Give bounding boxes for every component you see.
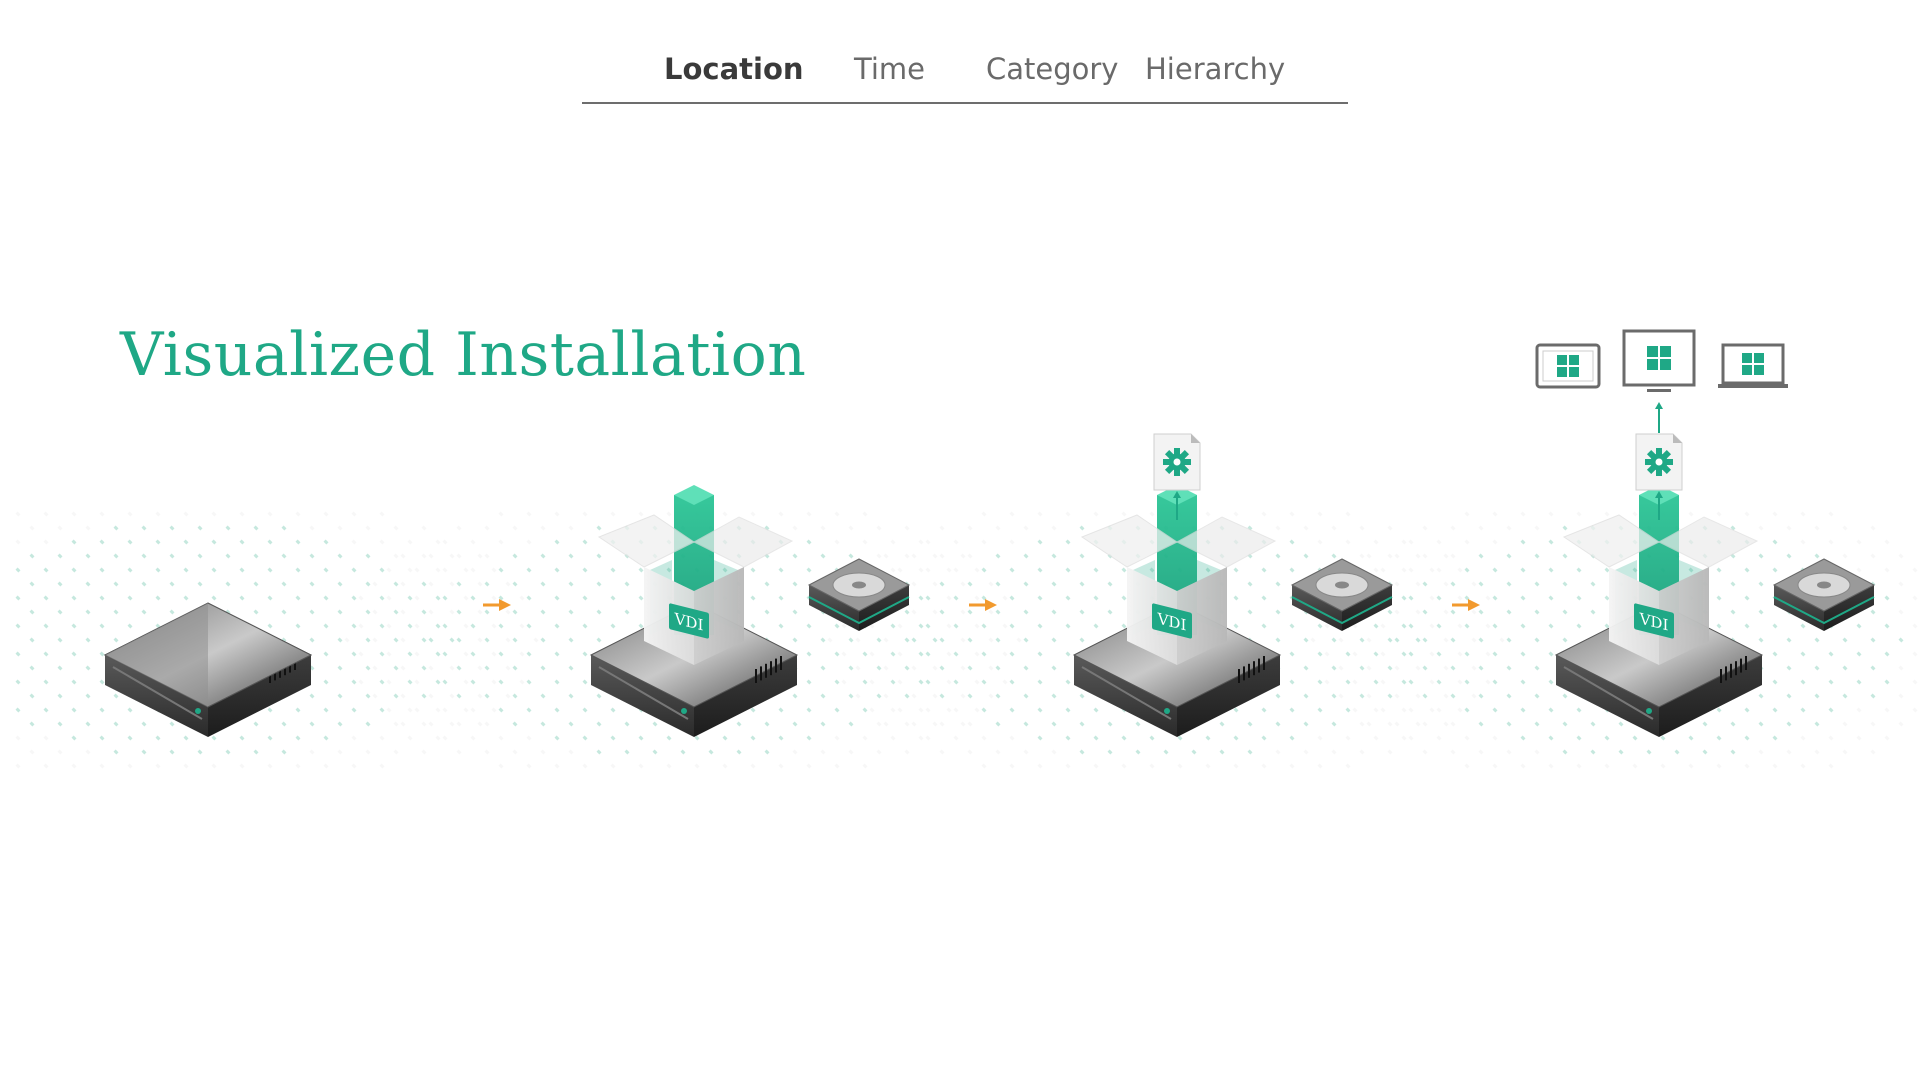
status-led-icon [681,708,687,714]
tab-category[interactable]: Category [986,52,1119,86]
tablet-icon [1535,343,1601,389]
tab-time[interactable]: Time [854,52,925,86]
disk-drive [1290,558,1394,631]
flow-arrow-icon [1452,599,1480,611]
gear-icon [1163,448,1191,476]
laptop-icon [1718,343,1788,388]
page-title: Visualized Installation [120,320,807,390]
tab-bar: Location Time Category Hierarchy [582,46,1348,104]
flow-arrow-icon [483,599,511,611]
status-led-icon [1646,708,1652,714]
disk-drive [1772,558,1876,631]
flow-arrow-icon [969,599,997,611]
gear-icon [1645,448,1673,476]
vdi-label: VDI [669,603,709,639]
install-step: VDI [1535,329,1876,737]
vdi-label: VDI [1634,603,1674,639]
monitor-icon [1622,329,1696,392]
install-step: VDI [1072,433,1480,737]
vdi-label: VDI [1152,603,1192,639]
status-led-icon [195,708,201,714]
disk-drive [807,558,911,631]
tab-hierarchy[interactable]: Hierarchy [1145,52,1286,86]
install-step: VDI [589,485,997,737]
tab-location[interactable]: Location [664,52,804,86]
install-step [103,599,511,737]
status-led-icon [1164,708,1170,714]
